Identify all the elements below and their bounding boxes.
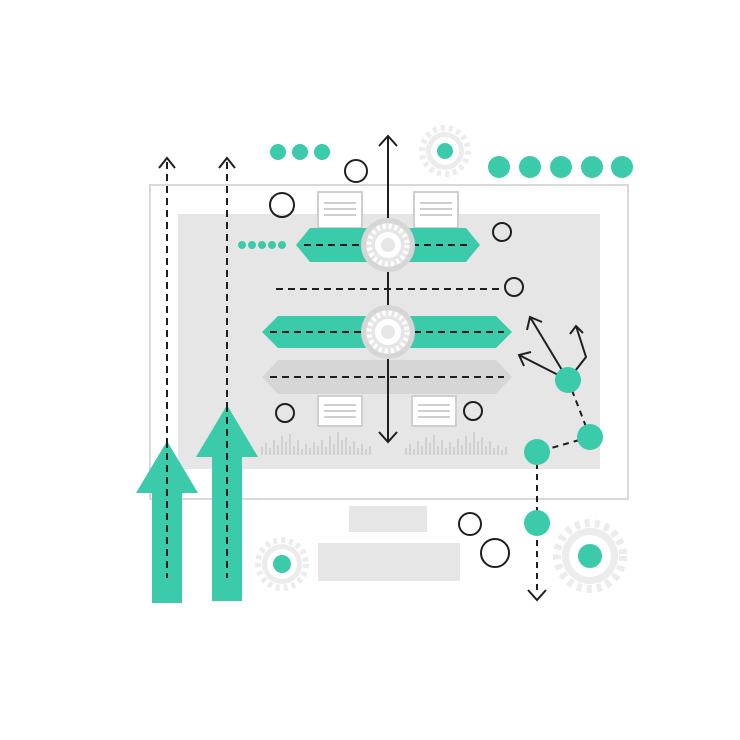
dashed-arrow-left-1 — [158, 156, 176, 578]
gear-icon-slider-3[interactable] — [361, 305, 415, 359]
dot-indicator-icon-top-right — [488, 156, 633, 178]
document-icon-top-right — [413, 191, 459, 229]
waveform-icon-left — [261, 432, 371, 455]
ring-indicator — [504, 277, 524, 297]
document-icon-bottom-right — [411, 395, 457, 427]
up-arrow-icon-left — [136, 441, 198, 603]
ring-decor — [269, 159, 512, 568]
document-icon-bottom-left — [317, 395, 363, 427]
document-icon-top-left — [317, 191, 363, 229]
monitor-base — [318, 543, 460, 581]
gear-icon-bottom-right — [553, 519, 627, 593]
double-arrow-icon — [378, 134, 398, 444]
node-network-icon — [517, 315, 603, 602]
waveform-icon-right — [405, 432, 507, 455]
dot-indicator-icon-top-left — [270, 144, 330, 160]
dashed-arrow-left-2 — [218, 156, 236, 578]
gear-icon-bottom-left — [255, 537, 309, 591]
dot-indicator-icon-trail — [238, 241, 286, 249]
monitor-neck — [349, 506, 427, 532]
gear-icon-top — [419, 125, 471, 177]
gear-icon-slider-1[interactable] — [361, 218, 415, 272]
